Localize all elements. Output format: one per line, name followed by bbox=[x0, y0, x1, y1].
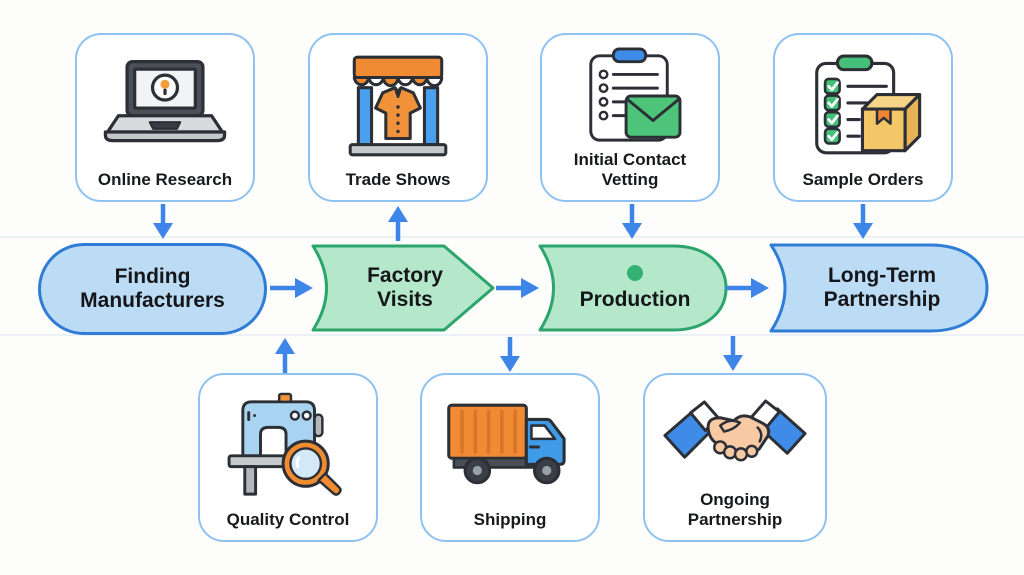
sewing-machine-magnifier-icon bbox=[206, 383, 370, 510]
arrow-production-to-long-term-partnership bbox=[726, 278, 769, 298]
delivery-truck-icon bbox=[428, 383, 592, 510]
stage-box-trade-shows: Trade Shows bbox=[308, 33, 488, 202]
handshake-icon bbox=[651, 383, 819, 490]
stage-box-label: Ongoing Partnership bbox=[687, 489, 783, 529]
stage-box-label: Trade Shows bbox=[345, 169, 451, 189]
checklist-package-icon bbox=[781, 43, 945, 170]
stage-box-quality-control: Quality Control bbox=[198, 373, 378, 542]
guide-line-top bbox=[0, 236, 1024, 238]
arrow-flow-to-shipping bbox=[500, 337, 520, 372]
stage-box-label: Online Research bbox=[97, 169, 233, 189]
flow-stage-factory-visits bbox=[311, 244, 495, 332]
arrow-flow-to-ongoing-partnership bbox=[723, 336, 743, 371]
arrow-factory-visits-to-trade-shows bbox=[388, 206, 408, 241]
laptop-search-icon bbox=[83, 43, 247, 170]
arrow-online-research-to-finding-manufacturers bbox=[153, 204, 173, 239]
stage-box-ongoing-partnership: Ongoing Partnership bbox=[643, 373, 827, 542]
arrow-factory-visits-to-production bbox=[496, 278, 539, 298]
flow-stage-finding-manufacturers: Finding Manufacturers bbox=[38, 243, 267, 335]
stage-box-label: Quality Control bbox=[226, 509, 350, 529]
arrow-initial-contact-vetting-to-production bbox=[622, 204, 642, 239]
flow-stage-production bbox=[538, 244, 728, 332]
flow-stage-label: Finding Manufacturers bbox=[80, 264, 225, 312]
stage-box-sample-orders: Sample Orders bbox=[773, 33, 953, 202]
stage-box-label: Initial Contact Vetting bbox=[573, 149, 687, 189]
stage-box-label: Sample Orders bbox=[802, 169, 924, 189]
flow-stage-long-term-partnership bbox=[769, 243, 989, 333]
arrow-finding-manufacturers-to-factory-visits bbox=[270, 278, 313, 298]
storefront-icon bbox=[316, 43, 480, 170]
stage-box-label: Shipping bbox=[473, 509, 547, 529]
arrow-sample-orders-to-long-term-partnership bbox=[853, 204, 873, 239]
stage-box-online-research: Online Research bbox=[75, 33, 255, 202]
stage-box-initial-contact-vetting: Initial Contact Vetting bbox=[540, 33, 720, 202]
clipboard-envelope-icon bbox=[548, 43, 712, 150]
stage-box-shipping: Shipping bbox=[420, 373, 600, 542]
arrow-quality-control-to-flow bbox=[275, 338, 295, 373]
guide-line-bottom bbox=[0, 334, 1024, 336]
